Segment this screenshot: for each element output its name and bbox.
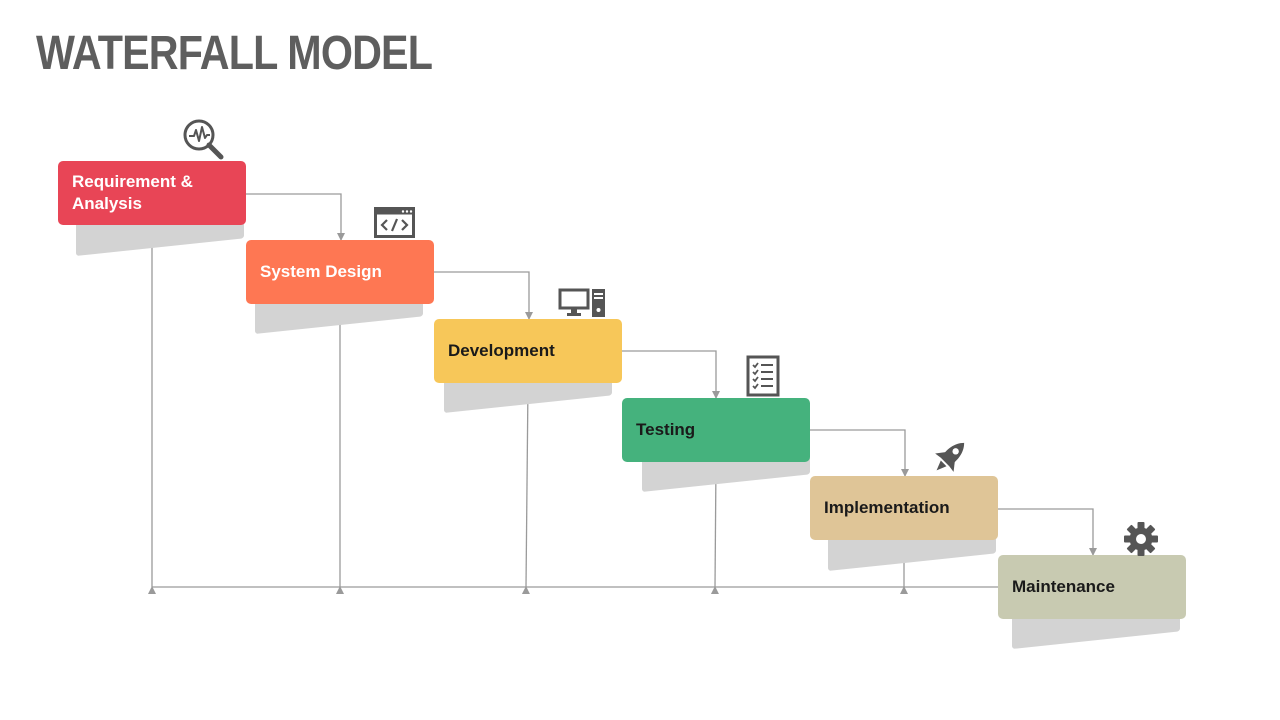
code-window-icon [374, 207, 416, 239]
step-label: Maintenance [1012, 577, 1115, 596]
feedback-line-3 [521, 382, 532, 595]
step-label: Requirement & Analysis [72, 172, 193, 213]
step-testing: Testing [622, 398, 810, 462]
analysis-magnifier-icon [181, 119, 225, 161]
step-maintenance: Maintenance [998, 555, 1186, 619]
step-label: System Design [260, 262, 382, 281]
flow-arrow-4 [810, 429, 909, 477]
desktop-computer-icon [558, 288, 606, 318]
checklist-icon [746, 355, 780, 397]
step-implementation: Implementation [810, 476, 998, 540]
step-development: Development [434, 319, 622, 383]
step-label: Testing [636, 420, 696, 439]
rocket-icon [928, 436, 972, 478]
step-label: Implementation [824, 498, 950, 517]
flow-arrow-5 [998, 508, 1097, 556]
step-label: Development [448, 341, 555, 360]
flow-arrow-1 [246, 193, 345, 241]
page-title: WATERFALL MODEL [36, 27, 433, 80]
step-requirement-analysis: Requirement & Analysis [58, 161, 246, 225]
flow-arrow-3 [622, 350, 720, 399]
flow-arrow-2 [434, 271, 533, 320]
gear-icon [1122, 520, 1160, 558]
step-system-design: System Design [246, 240, 434, 304]
